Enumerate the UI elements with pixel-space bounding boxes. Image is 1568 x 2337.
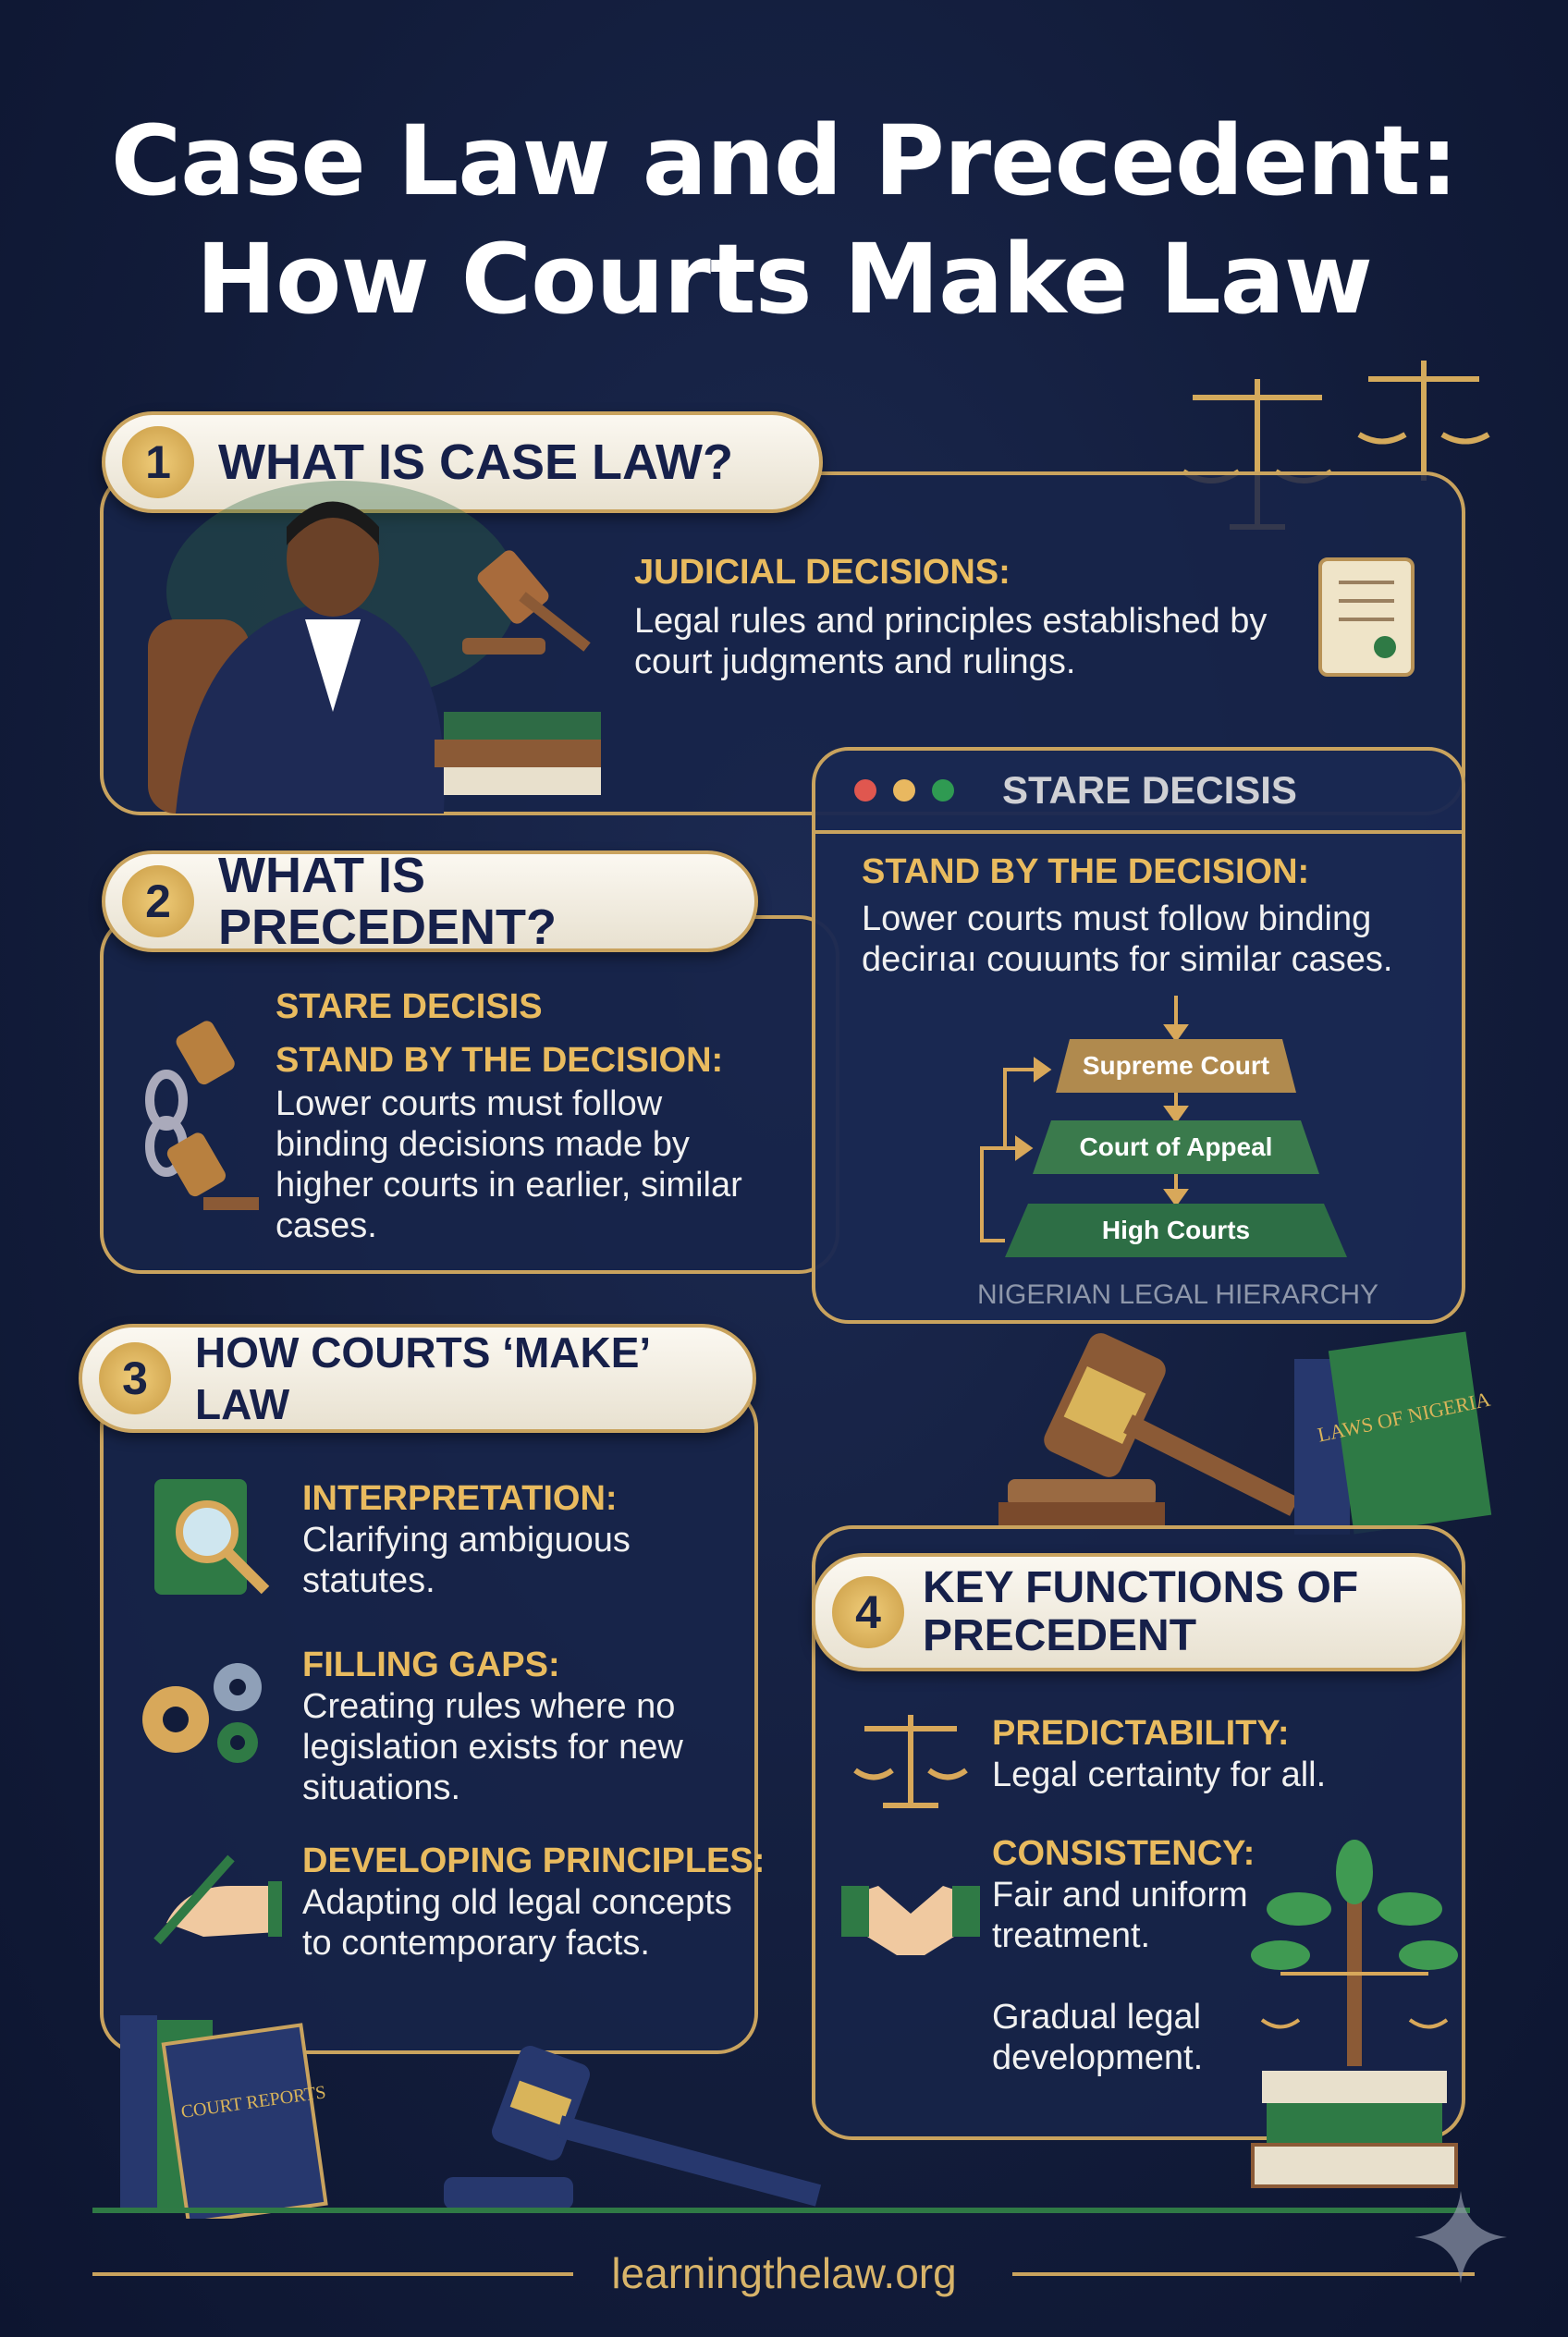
developing-principles-label: DEVELOPING PRINCIPLES: [302,1841,766,1880]
section-3-header: 3 HOW COURTS ‘MAKE’ LAW [79,1324,756,1433]
tier-appeal-shape [1033,1120,1319,1174]
section-4-header: 4 KEY FUNCTIONS OF PRECEDENT [812,1553,1465,1671]
sparkle-icon [1415,2191,1507,2283]
filling-gaps-label: FILLING GAPS: [302,1646,560,1684]
stand-by-decision-label: STAND BY THE DECISION: [276,1041,724,1080]
consistency-text: Fair and uniform treatment. [992,1876,1248,1955]
scales-icon [853,1715,968,1808]
interpretation-text: Clarifying ambiguous statutes. [302,1521,631,1600]
developing-principles-text: Adapting old legal concepts to contempor… [302,1883,732,1963]
footer-divider-left [92,2272,573,2276]
scroll-document-icon [1318,557,1415,677]
close-dot-icon[interactable] [854,779,876,801]
magnifier-book-icon [154,1479,270,1595]
predictability-label: PREDICTABILITY: [992,1714,1290,1753]
tier-court-of-appeal: Court of Appeal [1079,1132,1273,1161]
filling-gaps-text: Creating rules where no legislation exis… [302,1687,683,1807]
stare-decisis-label: STARE DECISIS [276,987,543,1026]
maximize-dot-icon[interactable] [932,779,954,801]
gavel-and-books-illustration: LAWS OF NIGERIA [998,1331,1492,1535]
page-title: Case Law and Precedent: How Courts Make … [110,104,1458,336]
tier-high-courts: High Courts [1101,1216,1251,1244]
hierarchy-arrows [980,996,1347,1257]
gavel-icon [462,550,591,655]
development-text: Gradual legal development. [992,1998,1204,2077]
stare-decisis-window: STARE DECISIS STAND BY THE DECISION: Low… [812,747,1465,1324]
footer-divider-right [1012,2272,1475,2276]
handshake-icon [841,1886,980,1955]
tier-high-shape [1005,1204,1347,1257]
interpretation-label: INTERPRETATION: [302,1479,618,1518]
tier-supreme-shape [1056,1039,1296,1093]
minimize-dot-icon[interactable] [893,779,915,801]
footer-website-link[interactable]: learningthelaw.org [611,2249,957,2297]
pen-hand-icon [153,1854,282,1945]
precedent-text: Lower courts must follow binding decisio… [276,1084,742,1245]
chain-gavel-icon [145,1021,259,1210]
section-2-header: 2 WHAT IS PRECEDENT? [102,850,758,953]
judicial-decisions-text: Legal rules and principles established b… [634,602,1268,681]
predictability-text: Legal certainty for all. [992,1756,1327,1794]
consistency-label: CONSISTENCY: [992,1834,1256,1873]
judicial-decisions-label: JUDICIAL DECISIONS: [634,553,1011,592]
window-title: STARE DECISIS [1002,768,1297,812]
judge-illustration [148,481,601,814]
window-text: Lower courts must follow binding decirıa… [862,899,1393,979]
section-1-header: 1 WHAT IS CASE LAW? [102,411,823,513]
tree-icon [1251,1840,1458,2188]
window-label: STAND BY THE DECISION: [862,852,1310,891]
window-titlebar: STARE DECISIS [815,751,1462,834]
hierarchy-caption: NIGERIAN LEGAL HIERARCHY [977,1279,1378,1310]
tier-supreme-court: Supreme Court [1082,1051,1270,1080]
court-reports-illustration: COURT REPORTS [120,2015,822,2219]
ground-line [92,2208,1470,2213]
gears-icon [142,1663,262,1763]
